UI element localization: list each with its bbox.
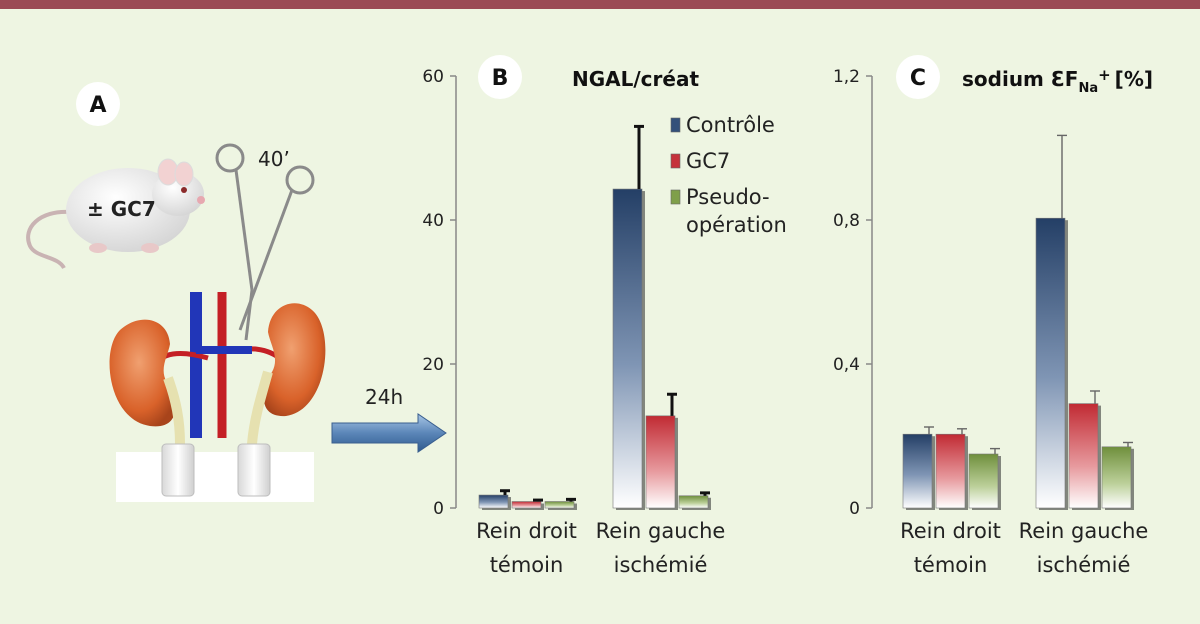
legend-label: Contrôle xyxy=(686,113,775,137)
legend-swatch xyxy=(670,117,681,133)
y-tick-label: 20 xyxy=(422,355,444,375)
chart-b-title: NGAL/créat xyxy=(572,67,699,91)
x-category-label: Rein gauche xyxy=(596,519,726,543)
x-category-label: témoin xyxy=(490,553,564,577)
x-category-label: témoin xyxy=(914,553,988,577)
bar-contr-le xyxy=(902,433,933,509)
y-tick-label: 0,4 xyxy=(833,355,860,375)
x-category-label: Rein droit xyxy=(900,519,1001,543)
bar-pseudo-op-ration xyxy=(544,501,575,509)
mouse-icon xyxy=(26,158,205,270)
bar-contr-le xyxy=(478,494,509,509)
x-category-label: ischémié xyxy=(1037,553,1131,577)
duration-label: 40’ xyxy=(258,147,290,171)
panel-a-letter: A xyxy=(89,93,106,118)
legend-label: opération xyxy=(686,213,787,237)
legend-swatch xyxy=(670,189,681,205)
time-arrow xyxy=(331,413,447,453)
panel-b-letter: B xyxy=(492,66,509,91)
kidneys-icon xyxy=(109,292,326,502)
bar-contr-le xyxy=(612,188,643,509)
bar-pseudo-op-ration xyxy=(1101,446,1132,509)
panel-c-letter: C xyxy=(910,66,926,91)
bar-gc7 xyxy=(935,433,966,509)
y-tick-label: 0 xyxy=(433,499,444,519)
panel-b-badge xyxy=(478,55,522,99)
x-category-label: ischémié xyxy=(614,553,708,577)
chart-c-title: sodium ƐFNa+[%] xyxy=(962,66,1153,96)
surgery-illustration: A ± GC7 40’ xyxy=(26,82,447,502)
clamp-icon xyxy=(215,143,315,341)
bar-gc7 xyxy=(511,501,542,509)
treatment-label: ± GC7 xyxy=(87,197,156,221)
y-tick-label: 0,8 xyxy=(833,211,860,231)
y-tick-label: 1,2 xyxy=(833,67,860,87)
y-tick-label: 60 xyxy=(422,67,444,87)
panel-a-badge xyxy=(76,82,120,126)
bar-pseudo-op-ration xyxy=(968,453,999,509)
bar-contr-le xyxy=(1035,217,1066,509)
panel-c-badge xyxy=(896,55,940,99)
legend-label: Pseudo- xyxy=(686,185,770,209)
x-category-label: Rein gauche xyxy=(1019,519,1149,543)
x-category-label: Rein droit xyxy=(476,519,577,543)
bar-gc7 xyxy=(1068,403,1099,509)
y-tick-label: 0 xyxy=(849,499,860,519)
legend-label: GC7 xyxy=(686,149,730,173)
legend-swatch xyxy=(670,153,681,169)
bar-gc7 xyxy=(645,415,676,509)
y-tick-label: 40 xyxy=(422,211,444,231)
arrow-label: 24h xyxy=(365,385,403,409)
bar-pseudo-op-ration xyxy=(678,495,709,509)
top-border xyxy=(0,0,1200,9)
